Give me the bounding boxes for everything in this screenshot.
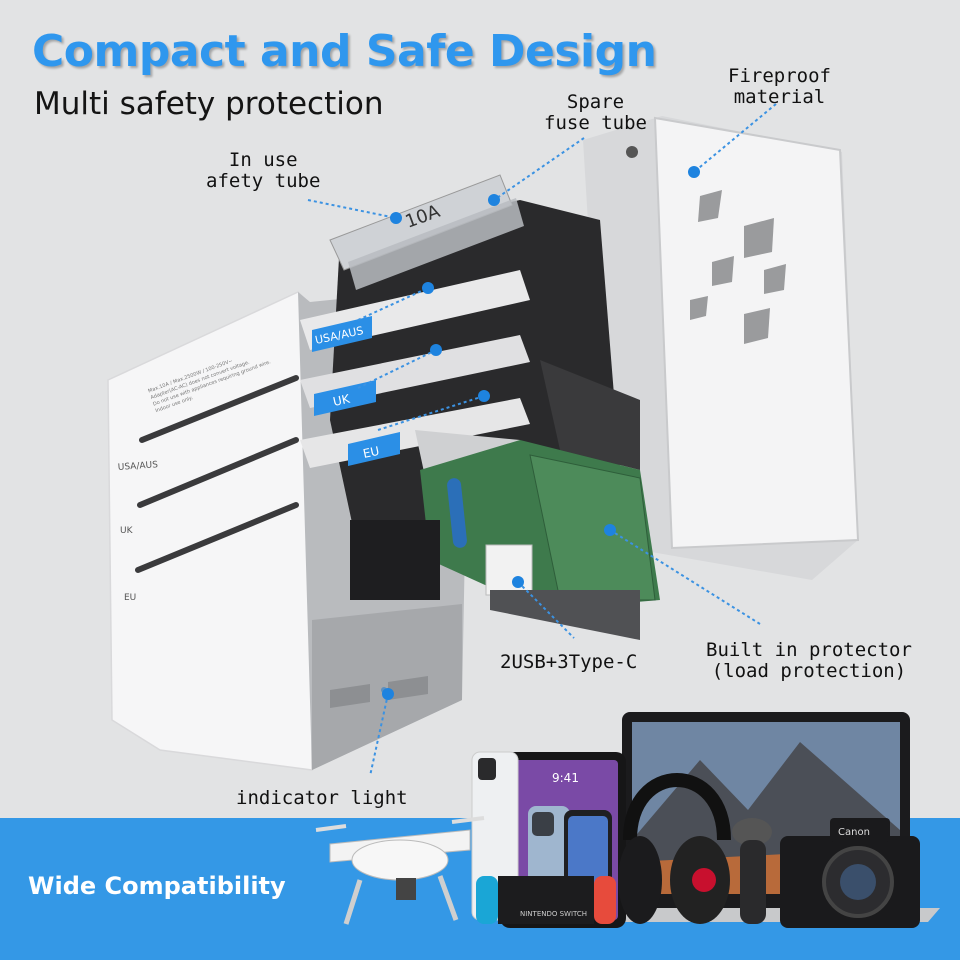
spec-line: Adapter(AC-AC) does not convert voltage. [150,359,251,401]
svg-text:USA/AUS: USA/AUS [314,324,365,347]
body-label-usa-aus: USA/AUS [118,460,159,473]
callout-fireproof: Fireproof material [728,65,831,108]
spec-line: Max.10A / Max.2500W / 100-250V~ [147,358,233,394]
page-title: Compact and Safe Design [32,26,657,77]
fireproof-cover [583,116,860,580]
adapter-body: USA/AUS UK EU Max.10A / Max.2500W / 100-… [107,286,470,771]
fuse-rating-label: 10A [403,201,444,233]
body-label-uk: UK [120,526,134,536]
svg-text:UK: UK [332,392,352,409]
svg-text:EU: EU [362,444,381,461]
callout-indicator: indicator light [236,787,408,809]
callout-protector: Built in protector (load protection) [706,639,912,682]
svg-text:9:41: 9:41 [552,771,579,785]
plug-tag-usa-aus: USA/AUS [312,316,372,352]
page-subtitle: Multi safety protection [34,86,384,122]
body-label-eu: EU [124,593,136,603]
callout-ports: 2USB+3Type-C [500,651,638,673]
internal-mechanism [300,200,640,560]
fuse-tubes: 10A [329,174,524,290]
callout-spare-fuse: Spare fuse tube [544,91,647,134]
compatibility-label: Wide Compatibility [28,872,286,900]
port-block [485,544,640,640]
callout-dots [382,166,700,700]
spec-line: Do not use with appliances requiring gro… [152,359,272,407]
plug-tag-uk: UK [314,380,376,416]
protector-board [350,440,660,610]
callout-in-use: In use afety tube [206,149,321,192]
plug-tag-eu: EU [348,432,400,466]
spec-line: Indoor use only. [155,395,195,414]
